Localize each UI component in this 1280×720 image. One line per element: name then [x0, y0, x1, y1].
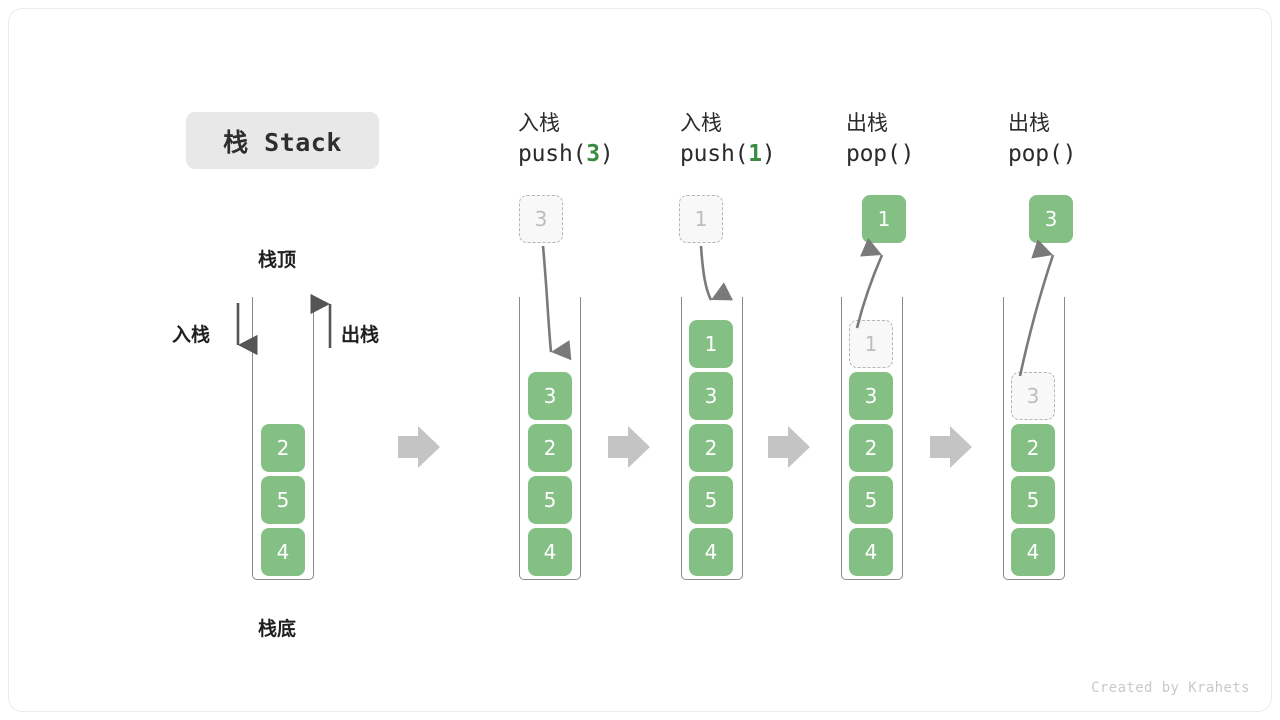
- stack-cell: 2: [849, 424, 893, 472]
- stack-container-push-1: [681, 297, 743, 580]
- stack-cell: 5: [261, 476, 305, 524]
- push-direction-label: 入栈: [172, 324, 211, 346]
- stack-cell: 4: [849, 528, 893, 576]
- stack-cell: 4: [689, 528, 733, 576]
- column-header-push-3: 入栈 push(3): [518, 108, 614, 170]
- ghost-cell-removed: 1: [849, 320, 893, 368]
- stack-cell: 3: [849, 372, 893, 420]
- column-header-pop-2: 出栈 pop(): [1008, 108, 1076, 170]
- stack-container-pop-1: [841, 297, 903, 580]
- ghost-cell-removed: 3: [1011, 372, 1055, 420]
- column-header-cn: 出栈: [1008, 111, 1050, 135]
- column-header-cn: 入栈: [680, 111, 722, 135]
- stack-container-push-3: [519, 297, 581, 580]
- popped-cell: 3: [1029, 195, 1073, 243]
- stack-cell: 4: [528, 528, 572, 576]
- credit-text: Created by Krahets: [1091, 680, 1250, 696]
- code-suffix: ): [761, 141, 776, 167]
- code-arg: 1: [748, 141, 762, 167]
- code-prefix: pop(: [1008, 141, 1063, 167]
- code-suffix: ): [900, 141, 915, 167]
- code-arg: 3: [586, 141, 600, 167]
- popped-cell: 1: [862, 195, 906, 243]
- column-header-code: push(1): [680, 138, 776, 170]
- stack-cell: 5: [689, 476, 733, 524]
- code-suffix: ): [599, 141, 614, 167]
- stack-bottom-label: 栈底: [258, 618, 297, 640]
- column-header-code: pop(): [846, 138, 914, 170]
- code-prefix: push(: [680, 141, 749, 167]
- ghost-cell-incoming: 3: [519, 195, 563, 243]
- column-header-code: pop(): [1008, 138, 1076, 170]
- stack-cell: 5: [528, 476, 572, 524]
- stack-cell: 5: [1011, 476, 1055, 524]
- code-prefix: pop(: [846, 141, 901, 167]
- stack-cell: 3: [528, 372, 572, 420]
- stack-cell: 1: [689, 320, 733, 368]
- column-header-code: push(3): [518, 138, 614, 170]
- stack-cell: 4: [1011, 528, 1055, 576]
- column-header-push-1: 入栈 push(1): [680, 108, 776, 170]
- stack-container-pop-2: [1003, 297, 1065, 580]
- stack-cell: 3: [689, 372, 733, 420]
- stack-cell: 2: [1011, 424, 1055, 472]
- stack-cell: 5: [849, 476, 893, 524]
- code-suffix: ): [1062, 141, 1077, 167]
- column-header-cn: 入栈: [518, 111, 560, 135]
- ghost-cell-incoming: 1: [679, 195, 723, 243]
- stack-top-label: 栈顶: [258, 249, 297, 271]
- title-badge: 栈 Stack: [186, 112, 379, 169]
- stack-container-initial: [252, 297, 314, 580]
- stack-cell: 4: [261, 528, 305, 576]
- column-header-pop-1: 出栈 pop(): [846, 108, 914, 170]
- code-prefix: push(: [518, 141, 587, 167]
- stack-cell: 2: [261, 424, 305, 472]
- stack-cell: 2: [689, 424, 733, 472]
- column-header-cn: 出栈: [846, 111, 888, 135]
- pop-direction-label: 出栈: [341, 324, 380, 346]
- stack-cell: 2: [528, 424, 572, 472]
